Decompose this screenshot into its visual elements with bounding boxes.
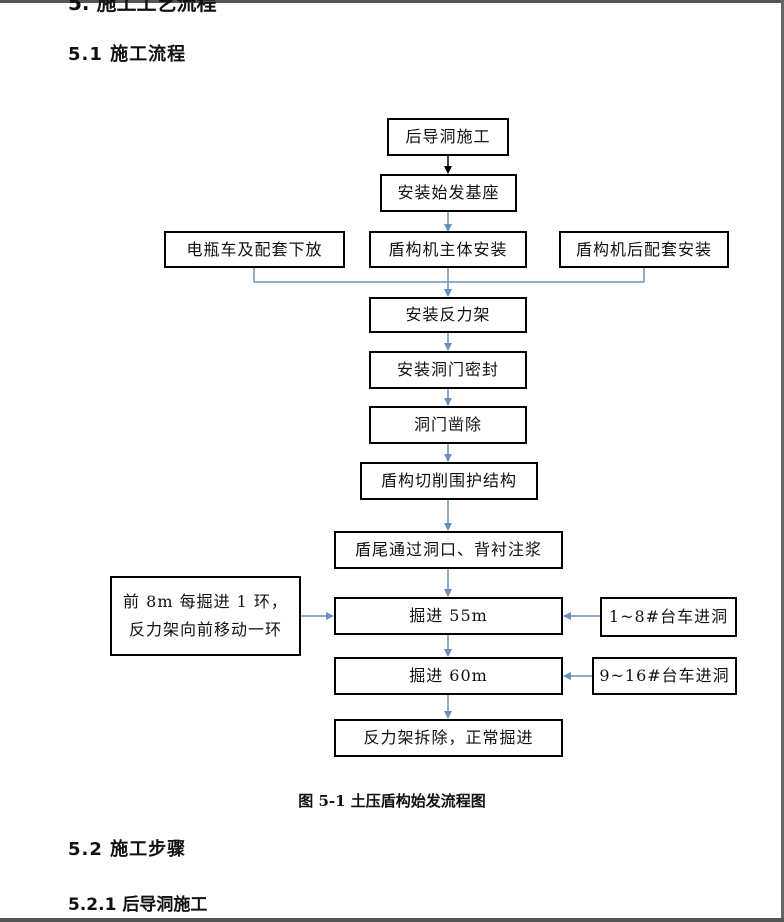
section-heading-5-2-1: 5.2.1 后导洞施工 bbox=[68, 895, 208, 915]
flow-box-anzhuang-shifa: 安装始发基座 bbox=[380, 174, 517, 212]
page-right-border bbox=[781, 0, 784, 922]
section-heading-5-2: 5.2 施工步骤 bbox=[68, 839, 187, 860]
flow-box-qiexue: 盾构切削围护结构 bbox=[360, 462, 538, 500]
flow-box-taiche-1-8: 1~8#台车进洞 bbox=[600, 597, 737, 637]
flow-box-dianpingche: 电瓶车及配套下放 bbox=[164, 231, 345, 268]
flow-box-dongmen-mifeng: 安装洞门密封 bbox=[369, 351, 527, 389]
side-note-line-2: 反力架向前移动一环 bbox=[128, 620, 282, 639]
page-bottom-border bbox=[0, 918, 784, 922]
flow-box-dunwei: 盾尾通过洞口、背衬注浆 bbox=[334, 531, 563, 569]
flow-box-zhuti-anzhuang: 盾构机主体安装 bbox=[369, 231, 527, 268]
side-note-line-1: 前 8m 每掘进 1 环， bbox=[123, 592, 288, 611]
flow-box-juejin-55m: 掘进 55m bbox=[334, 597, 563, 635]
flow-box-houdaodong: 后导洞施工 bbox=[387, 118, 509, 156]
page-top-border bbox=[0, 0, 784, 3]
figure-caption: 图 5-1 土压盾构始发流程图 bbox=[298, 792, 486, 810]
flow-box-dongmen-zaochu: 洞门凿除 bbox=[369, 406, 527, 444]
section-heading-5: 5. 施工工艺流程 bbox=[68, 0, 217, 15]
flow-box-fanlijia: 安装反力架 bbox=[369, 297, 527, 333]
flow-box-juejin-60m: 掘进 60m bbox=[334, 657, 563, 695]
flow-box-side-note: 前 8m 每掘进 1 环， 反力架向前移动一环 bbox=[110, 576, 301, 656]
flow-box-fanlijia-chaichu: 反力架拆除，正常掘进 bbox=[334, 719, 563, 757]
flow-box-taiche-9-16: 9~16#台车进洞 bbox=[592, 657, 737, 695]
flow-box-hou-peitao: 盾构机后配套安装 bbox=[559, 231, 729, 268]
section-heading-5-1: 5.1 施工流程 bbox=[68, 44, 187, 65]
